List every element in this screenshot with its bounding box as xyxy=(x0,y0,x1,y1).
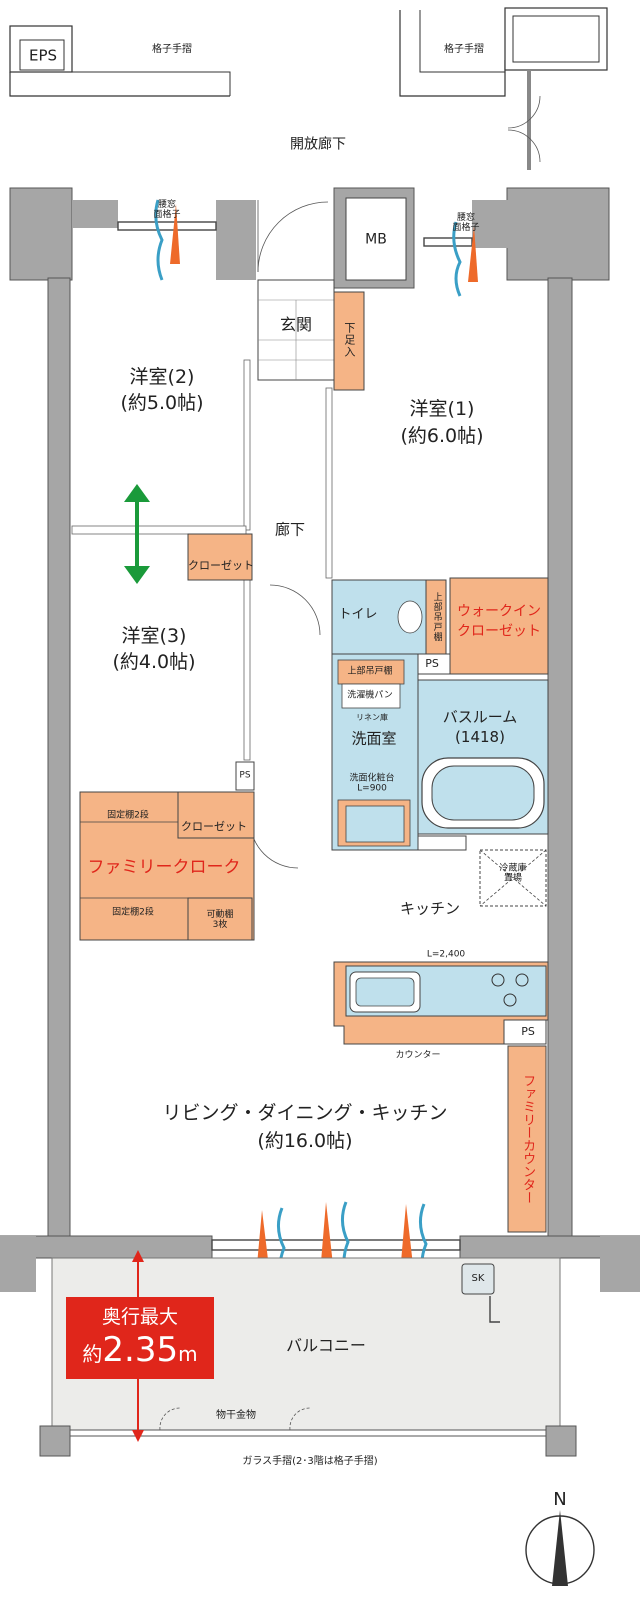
depth-line1: 奥行最大 xyxy=(101,1306,178,1328)
movable-partition-arrow xyxy=(124,484,150,584)
kitchen-length-label: L=2,400 xyxy=(426,949,466,960)
shoe-storage-label: 下足入 xyxy=(342,322,356,358)
laundry-pan-label: 洗濯機パン xyxy=(347,690,393,701)
interior-walls xyxy=(71,200,549,1233)
balcony-area xyxy=(39,1257,577,1457)
rail-right-label: 格子手摺 xyxy=(444,43,484,55)
rail-left-label: 格子手摺 xyxy=(152,43,192,55)
western-room-3-size: (約4.0帖) xyxy=(112,651,196,674)
fixed-shelf-top-label: 固定棚2段 xyxy=(107,810,149,821)
compass-north-label: N xyxy=(553,1488,567,1510)
western-room-1-size: (約6.0帖) xyxy=(400,425,484,448)
perimeter-walls xyxy=(0,187,640,1292)
upper-cabinet-wash-label: 上部吊戸棚 xyxy=(347,666,393,677)
western-room-3-name: 洋室(3) xyxy=(121,625,187,648)
family-cloak-label: ファミリークローク xyxy=(87,857,241,878)
ldk-size: (約16.0帖) xyxy=(257,1130,353,1153)
family-counter-label: ファミリーカウンター xyxy=(520,1074,536,1204)
bathroom-label: バスルーム (1418) xyxy=(442,707,518,746)
depth-value: 2.35 xyxy=(102,1330,179,1370)
fridge-space-label: 冷蔵庫 置場 xyxy=(499,863,527,884)
eps-label: EPS xyxy=(28,46,58,65)
airflow-marks xyxy=(154,199,478,1285)
top-structures xyxy=(9,7,608,170)
left-window-grille-label: 腰窓 面格子 xyxy=(153,200,181,220)
closet-a-label: クローゼット xyxy=(188,559,254,573)
right-window-grille-label: 腰窓 面格子 xyxy=(452,213,480,233)
entrance-label: 玄関 xyxy=(279,315,313,334)
western-room-1-name: 洋室(1) xyxy=(409,398,475,421)
sk-label: SK xyxy=(471,1272,485,1284)
western-room-2-name: 洋室(2) xyxy=(129,366,195,389)
hallway-label: 廊下 xyxy=(274,520,306,539)
toilet-label: トイレ xyxy=(338,606,378,622)
balcony-label: バルコニー xyxy=(286,1336,366,1355)
ps-a-label: PS xyxy=(425,657,439,671)
ps-b-label: PS xyxy=(239,770,251,781)
compass xyxy=(525,1510,595,1586)
walkin-closet-label: ウォークイン クローゼット xyxy=(457,603,541,640)
glass-rail-label: ガラス手摺(2･3階は格子手摺) xyxy=(242,1455,378,1467)
depth-prefix: 約 xyxy=(82,1342,103,1366)
upper-cabinet-toilet-label: 上部吊戸棚 xyxy=(431,592,442,642)
mb-label: MB xyxy=(365,231,387,248)
movable-shelf-label: 可動棚 3枚 xyxy=(206,910,234,930)
depth-value-line: 約2.35m xyxy=(66,1330,214,1374)
ldk-name: リビング・ダイニング・キッチン xyxy=(162,1102,448,1125)
kitchen-label: キッチン xyxy=(399,899,461,918)
fixed-shelf-bottom-label: 固定棚2段 xyxy=(112,907,154,918)
linen-storage-label: リネン庫 xyxy=(356,713,388,722)
balcony-depth-callout: 奥行最大 約2.35m xyxy=(66,1297,214,1379)
western-room-2-size: (約5.0帖) xyxy=(120,392,204,415)
ps-c-label: PS xyxy=(521,1025,535,1039)
vanity-label: 洗面化粧台 L=900 xyxy=(349,773,395,794)
corridor-label: 開放廊下 xyxy=(290,136,346,153)
counter-label: カウンター xyxy=(395,1050,441,1061)
depth-unit: m xyxy=(178,1342,198,1366)
washroom-label: 洗面室 xyxy=(351,729,397,748)
drying-hardware-label: 物干金物 xyxy=(216,1409,256,1421)
closet-b-label: クローゼット xyxy=(181,820,247,834)
